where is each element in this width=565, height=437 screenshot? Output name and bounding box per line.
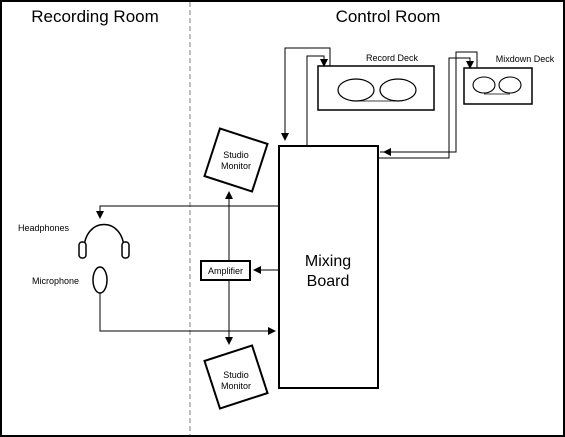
mixing-board-label-line2: Board	[307, 273, 350, 290]
microphone-icon	[92, 266, 108, 294]
amplifier-label: Amplifier	[208, 266, 243, 276]
wire-board-to-mixdown-deck	[378, 57, 474, 159]
wire-mixdown-deck-to-board	[383, 51, 478, 156]
mixdown-deck-reel-left	[472, 76, 496, 94]
studio-monitor-top	[203, 127, 269, 193]
wire-board-to-record-deck	[306, 55, 328, 146]
studio-monitor-top-label-line1: Studio	[223, 150, 249, 160]
mixdown-deck-reel-right	[498, 76, 522, 94]
headphones-icon	[78, 223, 130, 259]
mixing-board	[278, 145, 379, 389]
control-room-label: Control Room	[336, 7, 441, 26]
wire-record-deck-to-board	[281, 47, 331, 141]
wire-microphone-to-board	[99, 293, 276, 335]
studio-monitor-bottom	[203, 344, 269, 410]
mixdown-deck	[463, 67, 533, 105]
microphone-label: Microphone	[32, 276, 79, 286]
studio-monitor-bottom-label-line1: Studio	[223, 370, 249, 380]
amplifier	[200, 260, 251, 281]
recording-room-label: Recording Room	[31, 7, 159, 26]
signal-connections	[96, 47, 478, 345]
mixdown-deck-label: Mixdown Deck	[496, 54, 555, 64]
wire-board-to-headphones	[96, 205, 279, 219]
headphones-label: Headphones	[18, 223, 70, 233]
studio-monitor-top-label-line2: Monitor	[221, 161, 251, 171]
record-deck-label: Record Deck	[366, 53, 419, 63]
studio-monitor-bottom-label-line2: Monitor	[221, 381, 251, 391]
record-deck	[317, 65, 435, 111]
mixing-board-label-line1: Mixing	[305, 253, 351, 270]
